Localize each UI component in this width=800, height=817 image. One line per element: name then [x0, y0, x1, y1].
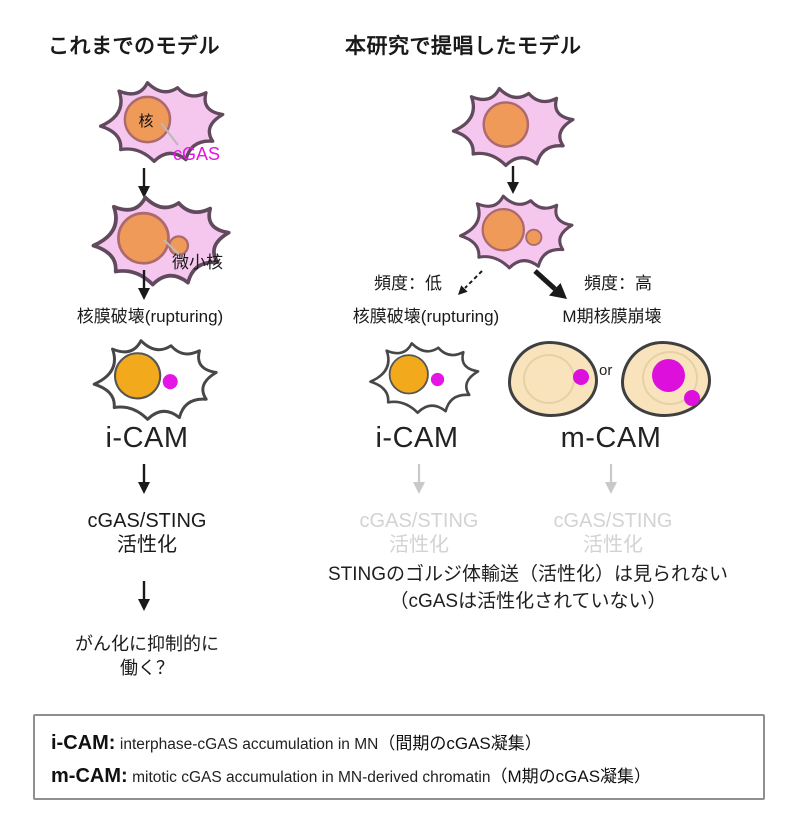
legend-icam-def-en: interphase-cGAS accumulation in MN	[119, 736, 379, 753]
activation-line1: cGAS/STING	[359, 510, 479, 532]
left-model-title: これまでのモデル	[48, 35, 220, 58]
cgas-pointer-line	[160, 122, 179, 146]
left-rupture-label: 核膜破壊(rupturing)	[76, 307, 224, 326]
sting-note-line1: STINGのゴルジ体輸送（活性化）は見られない	[327, 564, 729, 585]
mitotic-collapse-label: M期核膜崩壊	[562, 307, 662, 326]
mcam-cell-2	[621, 341, 711, 417]
nucleus	[113, 352, 162, 400]
sting-note-line2: （cGASは活性化されていない）	[389, 591, 667, 612]
legend-icam-term: i-CAM:	[51, 732, 116, 754]
down-arrow-icon	[138, 464, 150, 494]
right-mcam-activation-text: cGAS/STING 活性化	[523, 509, 703, 557]
cgas-focus	[430, 372, 445, 387]
legend-icam-def-jp: （間期のcGAS凝集）	[378, 734, 542, 753]
micronucleus	[525, 228, 543, 246]
dashed-arrow-icon	[458, 270, 483, 295]
left-outcome-text: がん化に抑制的に 働く？	[37, 632, 257, 680]
nucleus	[123, 95, 172, 144]
bold-arrow-icon	[533, 269, 567, 299]
chromatin-ring	[642, 351, 698, 405]
mcam-cell-1	[508, 341, 598, 417]
activation-line1: cGAS/STING	[87, 510, 207, 532]
nucleus	[117, 211, 170, 265]
activation-line2: 活性化	[583, 534, 643, 556]
legend-box: i-CAM: interphase-cGAS accumulation in M…	[33, 714, 765, 800]
nucleus-label: 核	[138, 113, 154, 130]
activation-line1: cGAS/STING	[553, 510, 673, 532]
left-activation-text: cGAS/STING 活性化	[57, 509, 237, 557]
or-label: or	[599, 362, 613, 379]
faded-down-arrow-icon	[413, 464, 425, 494]
outcome-line2: 働く？	[120, 658, 174, 678]
right-rupture-label: 核膜破壊(rupturing)	[352, 307, 500, 326]
right-icam-label: i-CAM	[375, 422, 459, 454]
nucleus	[388, 354, 429, 395]
outcome-line1: がん化に抑制的に	[75, 634, 219, 654]
micronucleus-label: 微小核	[172, 253, 223, 272]
activation-line2: 活性化	[117, 534, 177, 556]
right-model-title: 本研究で提唱したモデル	[345, 35, 582, 58]
chromatin-ring	[523, 354, 575, 404]
down-arrow-icon	[138, 581, 150, 611]
cgas-focus	[573, 369, 589, 385]
faded-down-arrow-icon	[605, 464, 617, 494]
cgas-focus	[162, 374, 178, 390]
right-cell-interphase	[451, 86, 575, 168]
activation-line2: 活性化	[389, 534, 449, 556]
down-arrow-icon	[138, 168, 150, 198]
nucleus	[481, 207, 526, 252]
freq-low-label: 頻度：低	[374, 274, 442, 293]
right-cell-icam	[369, 342, 480, 414]
left-icam-label: i-CAM	[105, 422, 189, 454]
right-mcam-label: m-CAM	[560, 422, 662, 454]
left-cell-micronucleus	[91, 195, 231, 287]
right-cell-micronucleus	[458, 194, 574, 270]
right-icam-activation-text: cGAS/STING 活性化	[329, 509, 509, 557]
legend-mcam-def-en: mitotic cGAS accumulation in MN-derived …	[132, 769, 491, 786]
cgas-focus	[684, 390, 700, 406]
down-arrow-icon	[507, 166, 519, 194]
legend-mcam-line: m-CAM: mitotic cGAS accumulation in MN-d…	[51, 762, 651, 788]
legend-icam-line: i-CAM: interphase-cGAS accumulation in M…	[51, 729, 542, 755]
micronucleus-pointer-line	[163, 239, 183, 258]
left-cell-interphase	[98, 81, 225, 163]
nucleus	[482, 101, 530, 148]
left-cell-icam	[92, 339, 218, 421]
cgas-accumulation	[652, 359, 685, 392]
freq-high-label: 頻度：高	[584, 274, 652, 293]
down-arrow-icon	[138, 270, 150, 300]
legend-mcam-term: m-CAM:	[51, 765, 128, 787]
cgas-label: cGAS	[173, 144, 221, 164]
legend-mcam-def-jp: （M期のcGAS凝集）	[490, 767, 652, 786]
